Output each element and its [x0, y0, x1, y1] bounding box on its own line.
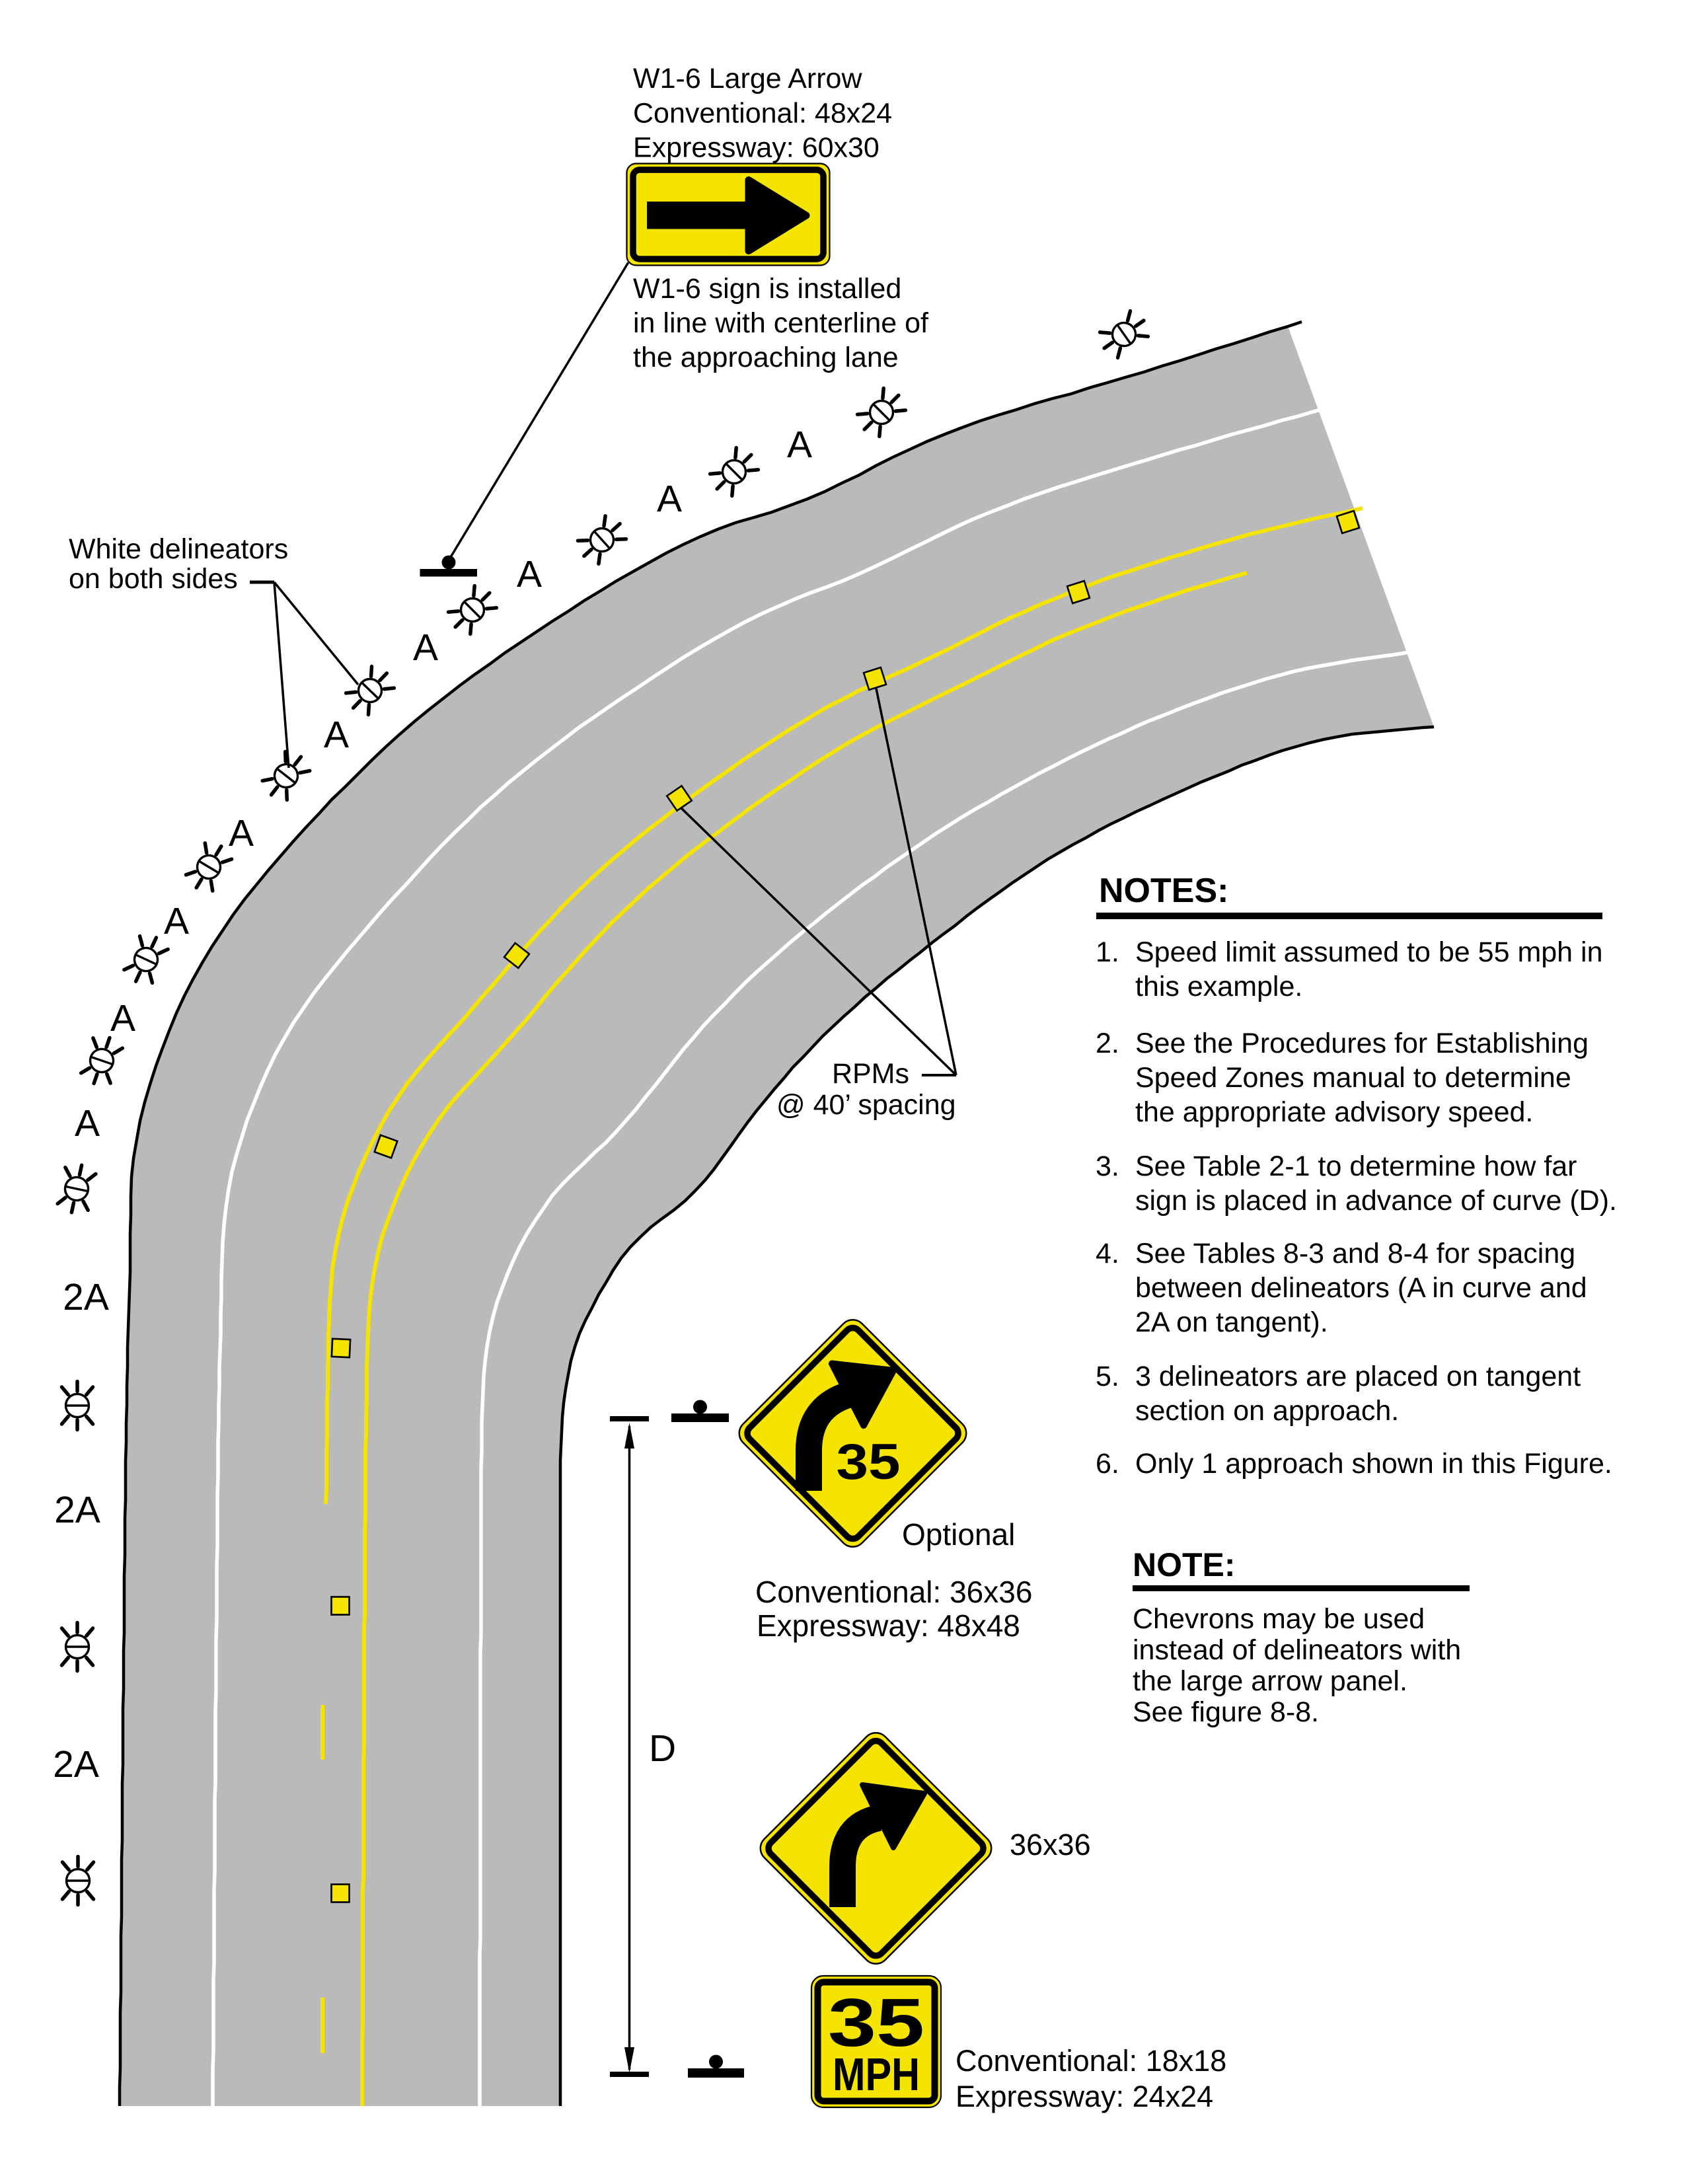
svg-text:35: 35 [828, 1984, 924, 2060]
svg-text:W1-6 Large Arrow: W1-6 Large Arrow [633, 63, 862, 94]
svg-text:See the Procedures for Establi: See the Procedures for Establishing [1135, 1028, 1589, 1059]
svg-text:See figure 8-8.: See figure 8-8. [1133, 1696, 1319, 1728]
svg-text:the approaching lane: the approaching lane [633, 342, 899, 373]
svg-text:A: A [324, 714, 349, 756]
svg-text:Optional: Optional [902, 1517, 1015, 1552]
svg-text:section on approach.: section on approach. [1135, 1395, 1399, 1427]
svg-text:in line with centerline of: in line with centerline of [633, 307, 929, 339]
svg-text:A: A [229, 812, 254, 854]
svg-text:White delineators: White delineators [69, 533, 288, 565]
svg-text:A: A [75, 1102, 100, 1145]
svg-text:@ 40’ spacing: @ 40’ spacing [776, 1089, 956, 1121]
svg-text:NOTES:: NOTES: [1099, 872, 1228, 910]
svg-text:See Table 2-1 to determine how: See Table 2-1 to determine how far [1135, 1150, 1577, 1182]
svg-text:2.: 2. [1096, 1028, 1119, 1059]
svg-text:Conventional: 36x36: Conventional: 36x36 [755, 1575, 1032, 1609]
svg-text:A: A [110, 997, 135, 1039]
svg-text:Conventional: 48x24: Conventional: 48x24 [633, 98, 892, 130]
svg-text:Expressway: 60x30: Expressway: 60x30 [633, 132, 880, 164]
svg-text:NOTE:: NOTE: [1133, 1546, 1236, 1583]
svg-text:A: A [164, 900, 189, 942]
svg-text:Expressway: 24x24: Expressway: 24x24 [955, 2080, 1213, 2113]
svg-text:Chevrons may be used: Chevrons may be used [1133, 1603, 1425, 1635]
svg-text:5.: 5. [1096, 1361, 1119, 1392]
svg-text:Speed limit assumed to be 55 m: Speed limit assumed to be 55 mph in [1135, 936, 1603, 968]
svg-text:35: 35 [837, 1434, 901, 1490]
svg-text:D: D [649, 1727, 676, 1770]
svg-text:Conventional: 18x18: Conventional: 18x18 [955, 2044, 1226, 2078]
svg-text:RPMs: RPMs [832, 1058, 909, 1090]
svg-text:Expressway: 48x48: Expressway: 48x48 [757, 1608, 1020, 1643]
svg-text:2A: 2A [54, 1489, 100, 1531]
svg-text:3.: 3. [1096, 1150, 1119, 1182]
svg-text:the appropriate advisory speed: the appropriate advisory speed. [1135, 1096, 1533, 1128]
svg-text:A: A [413, 626, 438, 669]
svg-text:A: A [657, 478, 682, 520]
svg-text:on both sides: on both sides [69, 563, 238, 595]
svg-text:4.: 4. [1096, 1238, 1119, 1269]
svg-text:the large arrow panel.: the large arrow panel. [1133, 1665, 1407, 1697]
svg-text:2A: 2A [53, 1743, 99, 1786]
svg-text:Speed Zones manual to determin: Speed Zones manual to determine [1135, 1062, 1571, 1094]
svg-text:this example.: this example. [1135, 971, 1302, 1002]
svg-text:1.: 1. [1096, 936, 1119, 968]
svg-text:3 delineators are placed on ta: 3 delineators are placed on tangent [1135, 1361, 1581, 1392]
svg-text:2A on tangent).: 2A on tangent). [1135, 1306, 1328, 1338]
svg-text:Only 1 approach shown in this: Only 1 approach shown in this Figure. [1135, 1448, 1612, 1480]
svg-text:A: A [787, 424, 812, 466]
svg-text:2A: 2A [63, 1276, 109, 1318]
svg-text:W1-6 sign is installed: W1-6 sign is installed [633, 273, 901, 305]
svg-text:between delineators (A in curv: between delineators (A in curve and [1135, 1272, 1587, 1304]
svg-text:sign is placed in advance of c: sign is placed in advance of curve (D). [1135, 1185, 1617, 1217]
svg-text:A: A [517, 553, 542, 595]
svg-text:instead of delineators with: instead of delineators with [1133, 1634, 1461, 1666]
svg-text:36x36: 36x36 [1010, 1828, 1091, 1862]
svg-text:6.: 6. [1096, 1448, 1119, 1480]
svg-text:MPH: MPH [833, 2049, 920, 2100]
svg-text:See Tables 8-3 and 8-4 for spa: See Tables 8-3 and 8-4 for spacing [1135, 1238, 1575, 1269]
